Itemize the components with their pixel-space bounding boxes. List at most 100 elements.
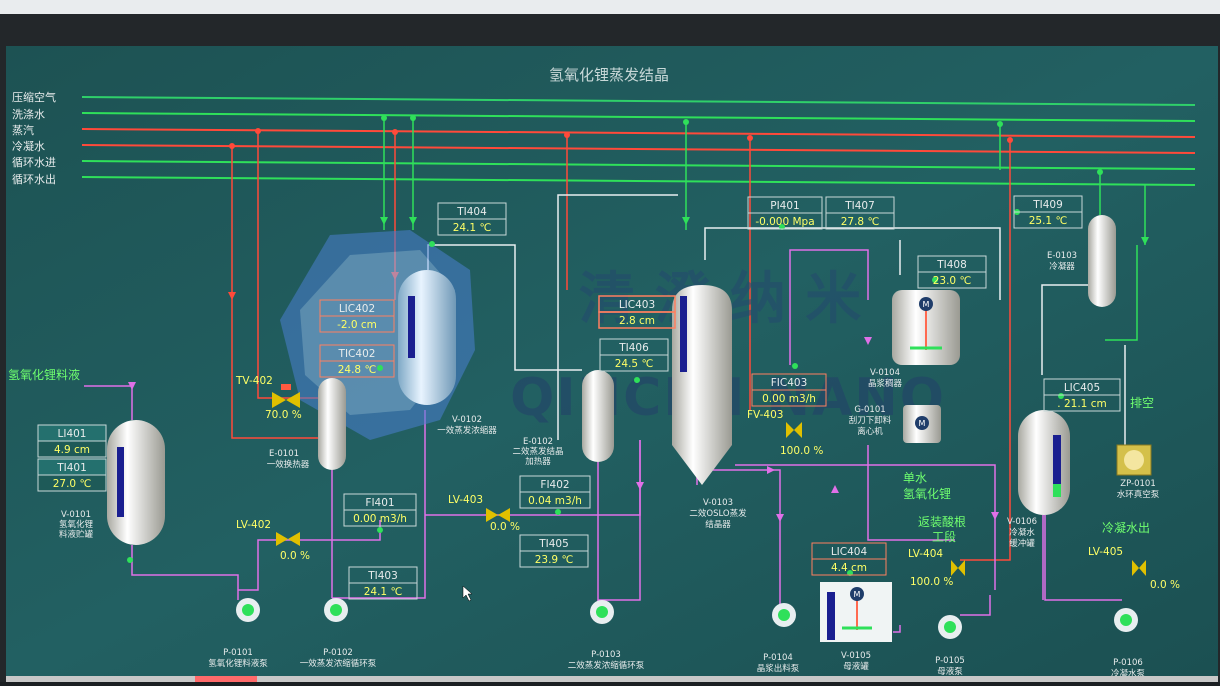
label-v0102-tag: V-0102 xyxy=(452,415,482,425)
buffer-tank-v0106[interactable] xyxy=(1018,410,1070,515)
label-v0101-name2: 料液贮罐 xyxy=(59,529,94,540)
exchanger-e0101[interactable] xyxy=(318,378,346,470)
pump-p0101[interactable] xyxy=(236,598,260,622)
tag-lic404-value: 4.4 cm xyxy=(831,562,867,574)
valve-lv404[interactable] xyxy=(951,560,965,576)
line-label-cw-out: 循环水出 xyxy=(12,172,56,186)
vapour-piping xyxy=(427,194,1126,445)
tag-ti408[interactable]: TI408 23.0 ℃ xyxy=(917,255,987,289)
line-label-steam: 蒸汽 xyxy=(12,123,34,137)
label-p0103-tag: P-0103 xyxy=(591,650,621,660)
label-p0102-tag: P-0102 xyxy=(323,648,353,658)
compressed-air-line xyxy=(81,96,1196,106)
tag-lic405-name: LIC405 xyxy=(1064,382,1100,394)
pump-p0103[interactable] xyxy=(590,600,614,624)
tag-ti405-value: 23.9 ℃ xyxy=(535,554,574,566)
vacuum-pump-zp0101[interactable] xyxy=(1116,444,1152,476)
valve-lv405-value: 0.0 % xyxy=(1150,579,1180,591)
pump-p0102[interactable] xyxy=(324,598,348,622)
label-p0105-tag: P-0105 xyxy=(935,656,965,666)
tag-ti401[interactable]: TI401 27.0 ℃ xyxy=(37,458,107,492)
evaporator-v0102[interactable] xyxy=(398,270,456,405)
tag-lic405[interactable]: LIC405 . 21.1 cm xyxy=(1043,378,1121,412)
tank-v0101[interactable] xyxy=(107,420,165,545)
label-v0106-tag: V-0106 xyxy=(1007,517,1037,527)
tag-ti405[interactable]: TI405 23.9 ℃ xyxy=(519,534,589,568)
stream-feed: 氢氧化锂料液 xyxy=(8,367,80,382)
tag-fi402[interactable]: FI402 0.04 m3/h xyxy=(519,475,591,509)
thickener-v0104[interactable]: M xyxy=(892,290,960,365)
taskbar-active-item[interactable] xyxy=(195,676,257,682)
tag-ti406-value: 24.5 ℃ xyxy=(615,358,654,370)
label-p0106-name1: 冷凝水泵 xyxy=(1111,668,1146,679)
tag-ti408-value: 23.0 ℃ xyxy=(933,275,972,287)
valve-fv403-value: 100.0 % xyxy=(780,445,823,457)
tag-ti404[interactable]: TI404 24.1 ℃ xyxy=(437,202,507,236)
tag-fi401-name: FI401 xyxy=(365,497,394,509)
label-v0103-tag: V-0103 xyxy=(703,498,733,508)
label-zp0101-tag: ZP-0101 xyxy=(1120,479,1155,489)
mouse-cursor-icon xyxy=(462,585,473,602)
valve-tv402[interactable] xyxy=(272,384,300,408)
pump-p0106[interactable] xyxy=(1114,608,1138,632)
condenser-e0103[interactable] xyxy=(1088,215,1116,307)
tag-tic402[interactable]: TIC402 24.8 ℃ xyxy=(319,344,395,378)
tag-tic402-value: 24.8 ℃ xyxy=(338,364,377,376)
label-e0102-tag: E-0102 xyxy=(523,437,553,447)
valve-lv403-name: LV-403 xyxy=(448,494,483,506)
tag-tic402-name: TIC402 xyxy=(338,348,376,360)
valve-lv405[interactable] xyxy=(1132,560,1146,576)
tag-fi401[interactable]: FI401 0.00 m3/h xyxy=(343,493,417,527)
tag-ti409-value: 25.1 ℃ xyxy=(1029,215,1068,227)
tag-lic404[interactable]: LIC404 4.4 cm xyxy=(811,542,887,576)
label-v0103-name2: 结晶器 xyxy=(705,519,731,530)
valve-lv402[interactable] xyxy=(276,532,300,546)
label-v0106-name2: 缓冲罐 xyxy=(1009,538,1035,549)
label-e0102-name1: 二效蒸发结晶 xyxy=(512,446,563,457)
valve-lv403[interactable] xyxy=(486,508,510,522)
valve-tv402-name: TV-402 xyxy=(235,375,273,387)
valve-fv403[interactable] xyxy=(786,422,802,438)
tag-ti409[interactable]: TI409 25.1 ℃ xyxy=(1013,195,1083,229)
pump-p0105[interactable] xyxy=(938,615,962,639)
tag-ti403-value: 24.1 ℃ xyxy=(364,586,403,598)
tag-ti404-value: 24.1 ℃ xyxy=(453,222,492,234)
tag-pi401[interactable]: PI401 -0.000 Mpa xyxy=(747,196,823,230)
label-p0106-tag: P-0106 xyxy=(1113,658,1143,668)
tag-ti403[interactable]: TI403 24.1 ℃ xyxy=(348,566,418,600)
line-label-cw-in: 循环水进 xyxy=(12,156,56,169)
valve-lv402-value: 0.0 % xyxy=(280,550,310,562)
pump-p0104[interactable] xyxy=(772,603,796,627)
tag-lic403[interactable]: LIC403 2.8 cm xyxy=(598,295,676,329)
label-p0104-name1: 晶浆出料泵 xyxy=(757,663,800,674)
tag-ti408-name: TI408 xyxy=(936,259,967,271)
label-zp0101-name1: 水环真空泵 xyxy=(1117,489,1160,500)
crystallizer-v0103[interactable] xyxy=(672,285,732,485)
tag-fic403-value: 0.00 m3/h xyxy=(762,393,816,405)
tag-lic402-value: -2.0 cm xyxy=(337,319,377,331)
tag-fic403[interactable]: FIC403 0.00 m3/h xyxy=(751,373,827,407)
tank-v0105[interactable]: M xyxy=(820,582,892,642)
tag-ti406[interactable]: TI406 24.5 ℃ xyxy=(599,338,669,372)
tag-ti401-value: 27.0 ℃ xyxy=(53,478,92,490)
heater-e0102[interactable] xyxy=(582,370,614,462)
label-p0105-name1: 母液泵 xyxy=(937,666,963,677)
tag-fi401-value: 0.00 m3/h xyxy=(353,513,407,525)
centrifuge-g0101[interactable]: M xyxy=(903,405,941,443)
valve-tv402-value: 70.0 % xyxy=(265,409,302,421)
label-p0104-tag: P-0104 xyxy=(763,653,793,663)
label-v0106-name1: 冷凝水 xyxy=(1009,527,1035,538)
tag-ti407[interactable]: TI407 27.8 ℃ xyxy=(825,196,895,230)
label-v0102-name1: 一效蒸发浓缩器 xyxy=(437,425,497,436)
stream-vent: 排空 xyxy=(1130,396,1154,410)
label-e0103-name1: 冷凝器 xyxy=(1049,261,1075,272)
water-piping xyxy=(383,118,1146,341)
taskbar xyxy=(6,676,1218,682)
screen-title: 氢氧化锂蒸发结晶 xyxy=(549,66,669,84)
tag-li401[interactable]: LI401 4.9 cm xyxy=(37,424,107,458)
tag-lic402[interactable]: LIC402 -2.0 cm xyxy=(319,299,395,333)
valve-lv404-value: 100.0 % xyxy=(910,576,953,588)
tag-pi401-value: -0.000 Mpa xyxy=(755,216,814,228)
label-p0101-tag: P-0101 xyxy=(223,648,253,658)
